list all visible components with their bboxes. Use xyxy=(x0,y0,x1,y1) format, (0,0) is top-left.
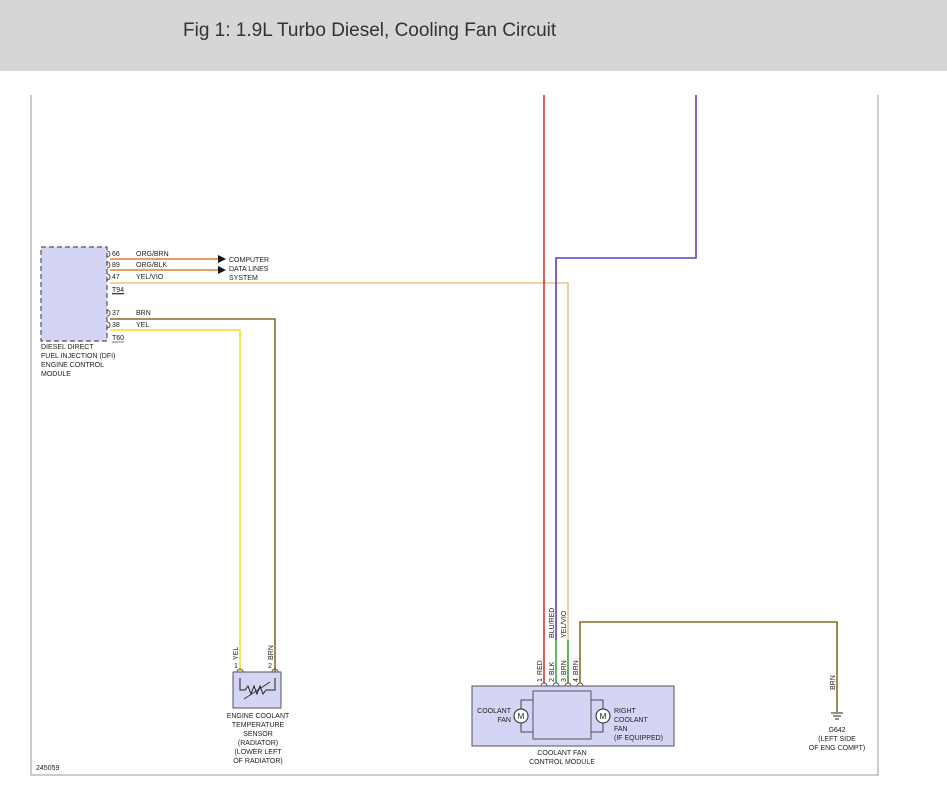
right-motor-symbol: M xyxy=(600,712,607,721)
right-fan-label-3: FAN xyxy=(614,726,628,733)
sensor-name-5: (LOWER LEFT xyxy=(234,749,282,756)
fan-module-pin-1-label: 1RED xyxy=(537,660,544,682)
left-fan-lead xyxy=(520,723,533,733)
thermistor-icon xyxy=(239,678,276,696)
fan-module-pin-3-connector xyxy=(564,682,572,687)
right-fan-label-2: COOLANT xyxy=(614,717,649,724)
ecm-module-box xyxy=(40,246,108,342)
sensor-name-3: SENSOR xyxy=(243,731,273,738)
left-fan-label-2: FAN xyxy=(497,717,511,724)
sensor-pin-2-number: 2 xyxy=(268,663,272,670)
ecm-pin-37-connector xyxy=(106,309,111,317)
wire-label-yel-vio: YEL/VIO xyxy=(136,274,164,281)
fan-module-pin-2-connector xyxy=(552,682,560,687)
ecm-pin-number: 47 xyxy=(112,274,120,281)
wire-label-yel: YEL xyxy=(136,322,149,329)
wire-yel-sensor xyxy=(110,329,241,672)
sensor-wire-brn-label: BRN xyxy=(268,645,275,660)
fan-controller-inner-box xyxy=(532,690,592,740)
splice-label-yel-vio: YEL/VIO xyxy=(561,610,568,638)
fan-module-pin-3-label: 3BRN xyxy=(561,660,568,682)
figure-header: Fig 1: 1.9L Turbo Diesel, Cooling Fan Ci… xyxy=(0,0,947,71)
fan-module-pin-1-connector xyxy=(540,682,548,687)
fan-module-pin-4-label: 4BRN xyxy=(573,660,580,682)
ground-name-2: (LEFT SIDE xyxy=(818,736,856,743)
sensor-name-2: TEMPERATURE xyxy=(232,722,285,729)
arrow-data-line-1 xyxy=(218,255,226,263)
thermistor-arrow-icon xyxy=(243,681,271,700)
sensor-name-6: OF RADIATOR) xyxy=(233,758,283,765)
fan-module-pin-2-label: 2BLK xyxy=(549,662,556,682)
ecm-pin-38-connector xyxy=(106,321,111,329)
ground-wire-label: BRN xyxy=(830,675,837,690)
ecm-name-1: DIESEL DIRECT xyxy=(41,344,94,351)
sensor-pin-1-connector xyxy=(236,668,244,673)
diagram-frame xyxy=(30,95,879,776)
right-fan-lead xyxy=(591,723,604,733)
right-fan-label-1: RIGHT xyxy=(614,708,637,715)
sensor-wire-yel-label: YEL xyxy=(233,647,240,660)
ground-name-3: OF ENG COMPT) xyxy=(809,745,865,752)
left-fan-label-1: COOLANT xyxy=(477,708,512,715)
wire-label-org-brn: ORG/BRN xyxy=(136,251,169,258)
connector-t94-label: T94 xyxy=(112,287,124,294)
sensor-pin-2-connector xyxy=(271,668,279,673)
ecm-pin-number: 89 xyxy=(112,262,120,269)
figure-number: 245059 xyxy=(36,765,59,772)
figure-title: Fig 1: 1.9L Turbo Diesel, Cooling Fan Ci… xyxy=(183,20,557,41)
data-lines-label-2: DATA LINES xyxy=(229,266,269,273)
sensor-pin-1-number: 1 xyxy=(234,663,238,670)
right-fan-lead xyxy=(591,699,604,709)
fan-module-name-1: COOLANT FAN xyxy=(537,750,586,757)
fan-module-pin-4-connector xyxy=(576,682,584,687)
ecm-pin-number: 38 xyxy=(112,322,120,329)
ecm-pin-47-connector xyxy=(106,273,111,281)
splice-label-blu-red: BLU/RED xyxy=(549,608,556,638)
ecm-name-2: FUEL INJECTION (DFI) xyxy=(41,353,115,360)
left-fan-lead xyxy=(520,699,533,709)
fan-module-name-2: CONTROL MODULE xyxy=(529,759,595,766)
wire-label-brn: BRN xyxy=(136,310,151,317)
ecm-pin-number: 37 xyxy=(112,310,120,317)
ecm-name-4: MODULE xyxy=(41,371,71,378)
ecm-pin-66-connector xyxy=(106,250,111,258)
right-fan-label-4: (IF EQUIPPED) xyxy=(614,735,663,742)
left-motor-symbol: M xyxy=(518,712,525,721)
sensor-name-1: ENGINE COOLANT xyxy=(227,713,290,720)
ecm-pin-89-connector xyxy=(106,261,111,269)
wire-blu-red xyxy=(555,95,697,640)
ecm-pin-number: 66 xyxy=(112,251,120,258)
wire-yel-vio xyxy=(110,282,569,683)
sensor-name-4: (RADIATOR) xyxy=(238,740,278,747)
connector-t60-label: T60 xyxy=(112,335,124,342)
ground-name-1: G642 xyxy=(828,727,845,734)
wire-label-org-blk: ORG/BLK xyxy=(136,262,167,269)
data-lines-label-1: COMPUTER xyxy=(229,257,269,264)
arrow-data-line-2 xyxy=(218,266,226,274)
wire-brn-sensor xyxy=(110,318,276,672)
ecm-name-3: ENGINE CONTROL xyxy=(41,362,104,369)
wire-brn-ground xyxy=(579,621,838,712)
data-lines-label-3: SYSTEM xyxy=(229,275,258,282)
